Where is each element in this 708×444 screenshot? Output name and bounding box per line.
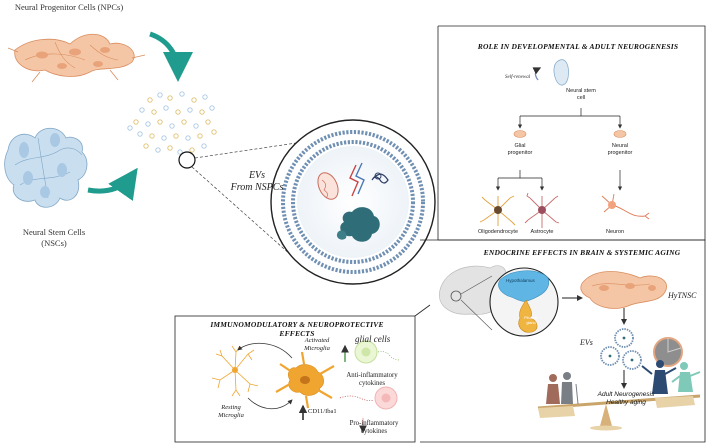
evs-small-label: EVs xyxy=(580,338,593,347)
nsc-cells-illustration xyxy=(4,127,88,208)
brain-hypothalamus-illustration xyxy=(438,265,583,337)
htnsc-label: HyTNSC xyxy=(668,291,697,300)
pro-inflammatory-line2: cytokines xyxy=(360,428,388,435)
htnsc-cells-illustration xyxy=(580,271,667,325)
activated-microglia-line2: Microglia xyxy=(304,345,330,352)
immuno-title-line2: EFFECTS xyxy=(279,329,315,338)
resting-microglia-label: Resting Microglia xyxy=(208,404,254,420)
neural-stem-cell-line1: Neural stem xyxy=(566,88,596,94)
aging-outcome-label: Adult Neurogenesis Healthy aging xyxy=(576,391,676,407)
ev-trio-illustration xyxy=(600,328,683,389)
pro-inflammatory-line1: Pro-inflammatory xyxy=(349,420,399,427)
neural-progenitor-label: Neural progenitor xyxy=(598,143,642,157)
ev-dots-cloud xyxy=(127,91,217,155)
resting-microglia-line1: Resting xyxy=(221,404,241,411)
npc-to-evs-arrow xyxy=(149,31,193,82)
ev-zoom-circle xyxy=(178,151,196,169)
npc-cells-illustration xyxy=(7,33,146,83)
glial-cells-label: glial cells xyxy=(355,334,391,344)
anti-inflammatory-line1: Anti-inflammatory xyxy=(346,372,398,379)
astrocyte-label: Astrocyte xyxy=(530,229,554,235)
nsc-label-line1: Neural Stem Cells xyxy=(22,227,86,237)
microglia-illustration xyxy=(211,342,335,420)
glial-progenitor-line2: progenitor xyxy=(507,150,533,156)
pituitary-label: Pituitary gland xyxy=(520,316,542,325)
anti-inflammatory-label: Anti-inflammatory cytokines xyxy=(338,372,406,388)
cd11-iba1-label: CD11/Iba1 xyxy=(308,408,337,415)
endocrine-title: ENDOCRINE EFFECTS IN BRAIN & SYSTEMIC AG… xyxy=(483,248,681,257)
anti-inflammatory-line2: cytokines xyxy=(358,380,386,387)
oligodendrocyte-label: Oligodendrocyte xyxy=(477,229,519,235)
pituitary-line2: gland xyxy=(526,320,536,325)
evs-label: EVs From NSPCs xyxy=(226,170,288,194)
evs-label-line2: From NSPCs xyxy=(230,182,284,193)
pro-inflammatory-label: Pro-inflammatory cytokines xyxy=(340,420,408,436)
neuron-label: Neuron xyxy=(605,229,625,235)
glial-cells-illustration xyxy=(339,340,401,434)
activated-microglia-label: Activated Microglia xyxy=(294,337,340,353)
hypothalamus-label: Hypothalamus xyxy=(506,278,535,283)
nsc-label: Neural Stem Cells (NSCs) xyxy=(4,227,104,249)
neurogenesis-title: ROLE IN DEVELOPMENTAL & ADULT NEUROGENES… xyxy=(477,42,679,51)
healthy-aging-text: Healthy aging xyxy=(606,399,646,406)
neural-stem-cell-label: Neural stem cell xyxy=(556,88,606,102)
npc-label: Neural Progenitor Cells (NPCs) xyxy=(14,2,124,12)
pituitary-line1: Pituitary xyxy=(524,316,538,320)
neurogenesis-tree xyxy=(479,59,650,228)
nsc-to-evs-arrow xyxy=(87,167,138,201)
adult-neurogenesis-text: Adult Neurogenesis xyxy=(597,391,655,398)
ev-vesicle-illustration xyxy=(270,119,436,285)
self-renewal-label: Self-renewal xyxy=(505,75,531,80)
evs-label-line1: EVs xyxy=(248,170,266,181)
glial-progenitor-line1: Glial xyxy=(514,143,526,149)
neural-stem-cell-line2: cell xyxy=(576,95,586,101)
resting-microglia-line2: Microglia xyxy=(218,412,244,419)
immuno-title-line1: IMMUNOMODULATORY & NEUROPROTECTIVE xyxy=(210,320,384,329)
aging-balance-illustration xyxy=(537,360,701,431)
immuno-title: IMMUNOMODULATORY & NEUROPROTECTIVE EFFEC… xyxy=(182,320,412,338)
neural-progenitor-line2: progenitor xyxy=(607,150,633,156)
neural-progenitor-line1: Neural xyxy=(611,143,629,149)
nsc-label-line2: (NSCs) xyxy=(41,238,67,248)
activated-microglia-line1: Activated xyxy=(304,337,330,344)
glial-progenitor-label: Glial progenitor xyxy=(498,143,542,157)
